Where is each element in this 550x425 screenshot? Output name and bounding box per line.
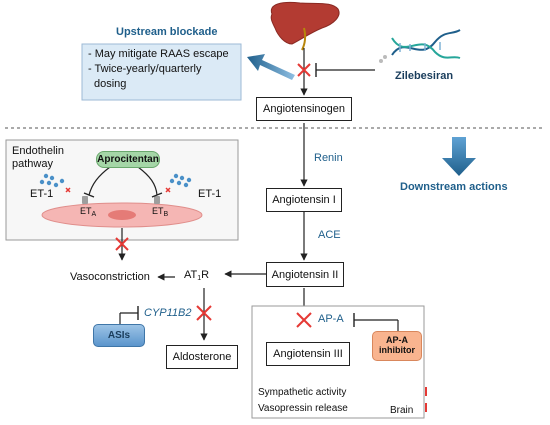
- angiotensinogen-node: Angiotensinogen: [256, 97, 352, 121]
- renin-label: Renin: [314, 152, 343, 164]
- zilebesiran-label: Zilebesiran: [395, 70, 454, 82]
- et1-left-label: ET-1: [30, 188, 54, 200]
- aprocitentan-badge: Aprocitentan: [96, 151, 160, 168]
- eta-label: ETA: [80, 206, 97, 218]
- apa-label: AP-A: [318, 313, 344, 325]
- brain-label: Brain: [390, 405, 414, 416]
- sympathetic-activity-label: Sympathetic activity: [258, 387, 347, 398]
- angiotensin-3-node: Angiotensin III: [266, 342, 350, 366]
- increase-marker-icon: [425, 387, 427, 396]
- vasopressin-release-label: Vasopressin release: [258, 403, 348, 414]
- ace-label: ACE: [318, 229, 341, 241]
- vasoconstriction-label: Vasoconstriction: [70, 271, 150, 283]
- et1-right-label: ET-1: [198, 188, 222, 200]
- upstream-box: [81, 43, 242, 101]
- endothelin-title-1: Endothelin: [12, 145, 64, 157]
- angiotensin-2-node: Angiotensin II: [266, 262, 344, 287]
- upstream-title: Upstream blockade: [116, 26, 218, 38]
- endothelin-title-2: pathway: [12, 158, 53, 170]
- dna-icon: [379, 29, 461, 63]
- downstream-label: Downstream actions: [400, 181, 508, 193]
- upstream-bullet-2: - Twice-yearly/quarterly: [88, 63, 202, 75]
- upstream-bullet-3: dosing: [94, 78, 127, 90]
- liver-icon: [270, 1, 340, 51]
- asis-badge: ASIs: [93, 324, 145, 347]
- downstream-arrow: [442, 137, 476, 176]
- at1r-label: AT1R: [184, 269, 210, 282]
- inhibition-x-icon: [297, 63, 311, 77]
- etb-label: ETB: [152, 206, 169, 218]
- cyp11b2-label: CYP11B2: [144, 307, 192, 319]
- upstream-bullet-1: - May mitigate RAAS escape: [88, 48, 229, 60]
- aldosterone-node: Aldosterone: [166, 345, 238, 369]
- angiotensin-1-node: Angiotensin I: [266, 188, 342, 212]
